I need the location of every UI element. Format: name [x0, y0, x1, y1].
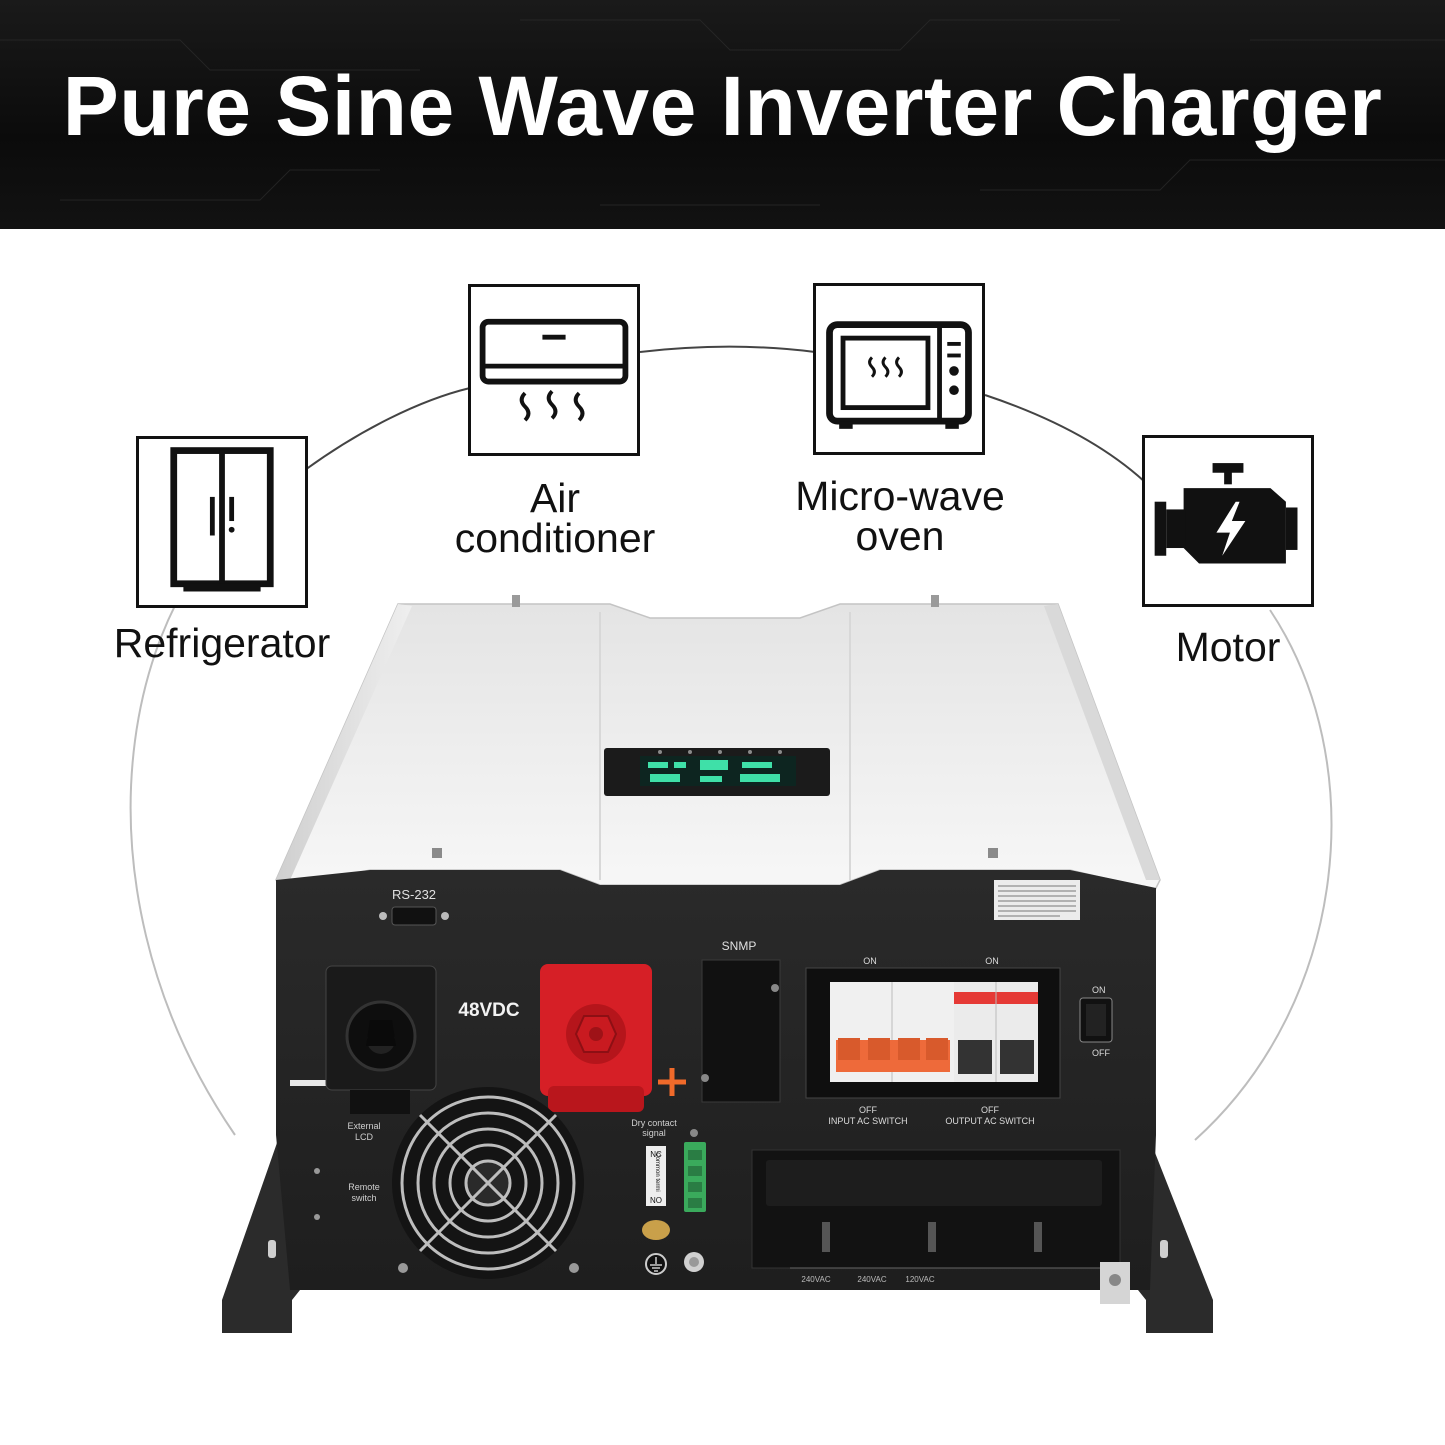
title-banner: Pure Sine Wave Inverter Charger: [0, 0, 1445, 229]
svg-text:signal: signal: [642, 1128, 666, 1138]
svg-text:switch: switch: [351, 1193, 376, 1203]
rs232-port: [391, 906, 437, 926]
voltage-label: 48VDC: [458, 1000, 520, 1021]
spec-label: [994, 880, 1080, 920]
refrigerator-card: [136, 436, 308, 608]
svg-text:ON: ON: [1092, 985, 1106, 995]
snmp-label: SNMP: [722, 939, 757, 953]
refrigerator-icon: [170, 447, 274, 592]
banner-texture: [0, 19, 1445, 206]
svg-text:External: External: [347, 1121, 380, 1131]
svg-text:LCD: LCD: [355, 1132, 374, 1142]
svg-text:NO: NO: [650, 1196, 662, 1205]
microwave-label-line1: Micro-wave: [795, 473, 1005, 519]
microwave-label: Micro-wave oven: [770, 473, 1030, 559]
banner-title: Pure Sine Wave Inverter Charger: [62, 59, 1383, 153]
microwave-card: [813, 283, 985, 455]
svg-text:Dry contact: Dry contact: [631, 1118, 677, 1128]
air-conditioner-label-line1: Air: [529, 475, 581, 521]
refrigerator-label: Refrigerator: [113, 620, 331, 666]
inverter-top-cover: [275, 603, 1161, 891]
lcd-readout: [648, 760, 780, 782]
motor-card: [1142, 435, 1314, 607]
terminal-120vac-label: 120VAC: [905, 1275, 934, 1284]
svg-text:OFF: OFF: [859, 1105, 877, 1115]
svg-text:NC: NC: [650, 1150, 662, 1159]
svg-text:Common terminal: Common terminal: [654, 1152, 660, 1199]
svg-text:Remote: Remote: [348, 1182, 380, 1192]
motor-label: Motor: [1175, 624, 1281, 670]
output-ac-switch-label: OUTPUT AC SWITCH: [945, 1116, 1034, 1126]
svg-text:OFF: OFF: [981, 1105, 999, 1115]
air-conditioner-label-line2: conditioner: [454, 515, 656, 561]
input-ac-switch-label: INPUT AC SWITCH: [828, 1116, 907, 1126]
microwave-label-line2: oven: [855, 513, 945, 559]
air-conditioner-icon: [479, 318, 629, 422]
svg-text:OFF: OFF: [1092, 1048, 1110, 1058]
svg-text:ON: ON: [863, 956, 877, 966]
cooling-fan: [392, 1087, 584, 1279]
left-mounting-bracket: [222, 1140, 300, 1333]
air-conditioner-card: [468, 284, 640, 456]
rs232-label: RS-232: [392, 887, 436, 902]
motor-icon: [1154, 463, 1298, 564]
snmp-slot: [701, 959, 781, 1103]
svg-text:ON: ON: [985, 956, 999, 966]
svg-text:240VAC: 240VAC: [857, 1275, 886, 1284]
right-mounting-bracket: [1138, 1140, 1213, 1333]
air-conditioner-label: Air conditioner: [430, 475, 680, 561]
terminal-240vac-label: 240VAC: [801, 1275, 830, 1284]
microwave-oven-icon: [826, 321, 972, 429]
